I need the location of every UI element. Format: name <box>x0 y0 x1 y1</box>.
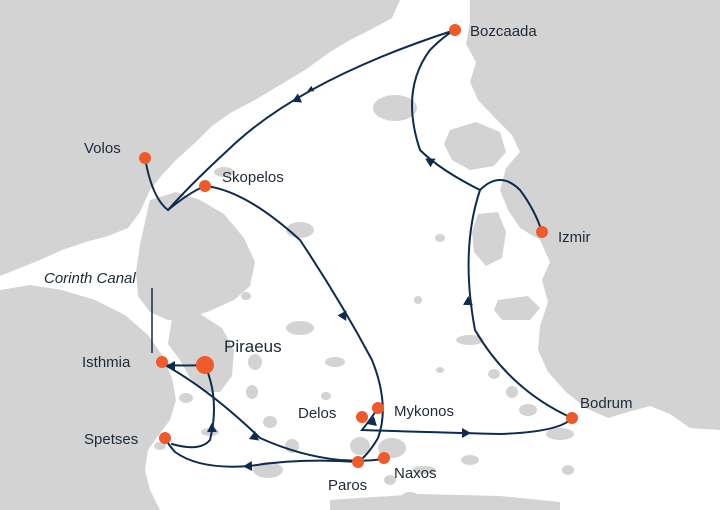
port-delos[interactable] <box>356 411 368 423</box>
label-paros: Paros <box>328 477 367 494</box>
island-ikaria <box>456 335 484 345</box>
island-paros-land <box>350 437 370 455</box>
port-bozcaada[interactable] <box>449 24 461 36</box>
island-patmos <box>488 369 500 379</box>
arrow-delos-north <box>367 416 377 427</box>
route-bozcaada-volos <box>144 29 456 212</box>
island-kea <box>248 354 262 370</box>
port-izmir[interactable] <box>536 226 548 238</box>
land-crete <box>330 494 560 510</box>
island-aegina <box>179 393 193 403</box>
label-spetses: Spetses <box>84 431 138 448</box>
route-paros-spetses <box>164 437 359 468</box>
port-mykonos[interactable] <box>372 402 384 414</box>
island-small-5 <box>321 392 331 400</box>
arrow-izmir-north <box>425 158 436 168</box>
label-piraeus: Piraeus <box>224 337 282 356</box>
label-izmir: Izmir <box>558 229 591 246</box>
port-volos[interactable] <box>139 152 151 164</box>
land-turkey <box>466 0 720 430</box>
label-skopelos: Skopelos <box>222 169 284 186</box>
port-naxos[interactable] <box>378 452 390 464</box>
island-small-3 <box>414 296 422 304</box>
island-skiathos <box>214 167 234 177</box>
island-tinos <box>325 357 345 367</box>
port-labels: Bozcaada Volos Skopelos Izmir Corinth Ca… <box>44 23 633 494</box>
label-corinth-canal: Corinth Canal <box>44 270 136 287</box>
land-lesbos <box>444 122 506 170</box>
island-spetses-land <box>154 442 166 450</box>
island-kos <box>546 428 574 440</box>
land-chios <box>472 212 506 266</box>
island-small-2 <box>435 234 445 242</box>
port-isthmia[interactable] <box>156 356 168 368</box>
ports <box>139 24 578 468</box>
route-mykonos-bodrum <box>359 407 573 436</box>
island-santorini <box>402 492 418 500</box>
island-small-4 <box>436 367 444 373</box>
island-serifos <box>263 416 277 428</box>
label-isthmia: Isthmia <box>82 354 131 371</box>
port-bodrum[interactable] <box>566 412 578 424</box>
label-mykonos: Mykonos <box>394 403 454 420</box>
land-peloponnese <box>0 285 176 510</box>
island-small-6 <box>236 247 244 253</box>
island-astypalea <box>461 455 479 465</box>
route-izmir-bozcaada <box>411 29 481 191</box>
label-bozcaada: Bozcaada <box>470 23 537 40</box>
arrow-spetses-north <box>207 423 217 433</box>
island-lemnos <box>373 95 417 121</box>
label-naxos: Naxos <box>394 465 437 482</box>
land-samos <box>494 296 540 320</box>
label-delos: Delos <box>298 405 336 422</box>
land-greece-north <box>0 0 400 276</box>
label-bodrum: Bodrum <box>580 395 633 412</box>
port-spetses[interactable] <box>159 432 171 444</box>
island-skyros <box>286 222 314 238</box>
port-paros[interactable] <box>352 456 364 468</box>
port-piraeus[interactable] <box>196 356 214 374</box>
arrow-mykonos-east <box>462 428 471 438</box>
land-attica <box>168 314 234 392</box>
arrow-paros-west <box>243 461 253 471</box>
route-spetses-piraeus <box>171 364 215 449</box>
island-ios <box>384 475 396 485</box>
island-amorgos <box>412 466 436 474</box>
island-kythnos <box>246 385 258 399</box>
land-euboea <box>136 192 255 320</box>
island-leros <box>506 386 518 398</box>
island-andros <box>286 321 314 335</box>
port-skopelos[interactable] <box>199 180 211 192</box>
arrow-isthmia-east <box>248 431 260 441</box>
route-bodrum-izmir <box>467 179 573 419</box>
arrow-piraeus-west <box>166 361 175 371</box>
arrow-bodrum-north <box>463 296 473 306</box>
island-small-1 <box>241 292 251 300</box>
island-nisyros <box>562 465 574 475</box>
island-milos <box>253 462 283 478</box>
island-kalymnos <box>519 404 537 416</box>
arrow-skopelos-south <box>337 310 347 321</box>
label-volos: Volos <box>84 140 121 157</box>
arrow-north-route <box>291 93 303 103</box>
route-arrows <box>166 93 473 471</box>
